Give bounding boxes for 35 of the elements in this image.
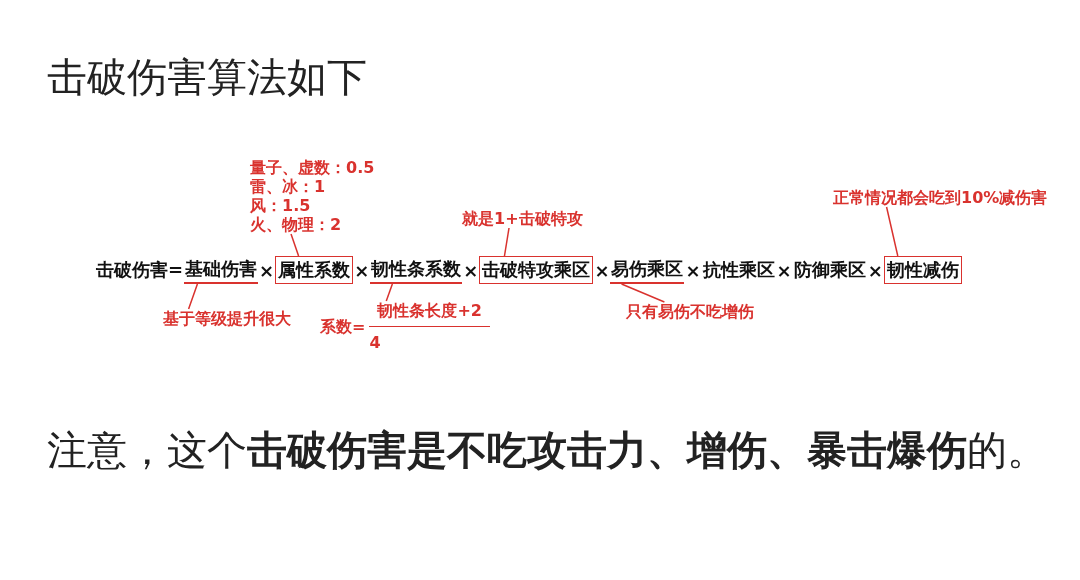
leader-line	[885, 206, 899, 257]
title-text: 击破伤害算法如下	[47, 53, 367, 102]
boxed-term: 属性系数	[275, 256, 354, 284]
formula-text: 防御乘区	[792, 258, 867, 282]
boxed-term: 韧性减伤	[883, 256, 962, 284]
leader-line	[290, 233, 300, 257]
annotation-text: 火、物理：2	[250, 215, 343, 234]
annotation-text: 只有易伤不吃增伤	[626, 302, 754, 321]
underlined-term: 韧性条系数	[370, 256, 463, 284]
formula-text: ×	[866, 258, 884, 282]
annotation-text: 系数=	[320, 317, 366, 336]
boxed-term: 击破特攻乘区	[479, 256, 594, 284]
formula-text: ×	[462, 258, 480, 282]
annotation-text: 雷、冰：1	[250, 177, 327, 196]
formula-text: 抗性乘区	[701, 258, 776, 282]
leader-line	[620, 283, 666, 303]
formula-text: ×	[684, 258, 702, 282]
formula-text: ×	[353, 258, 371, 282]
leader-line	[187, 283, 199, 310]
underlined-term: 基础伤害	[184, 256, 259, 284]
formula-text: ×	[775, 258, 793, 282]
annotation-text: 量子、虚数：0.5	[250, 158, 375, 177]
annotation-text: 正常情况都会吃到10%减伤害	[833, 188, 1048, 207]
annotation-text: 就是1+击破特攻	[462, 209, 583, 228]
formula-text: 击破伤害=	[95, 258, 185, 282]
underlined-term: 易伤乘区	[610, 256, 685, 284]
formula-text: ×	[258, 258, 276, 282]
note-text: 注意，这个击破伤害是不吃攻击力、增伤、暴击爆伤的。	[47, 426, 1047, 475]
formula-text: ×	[593, 258, 611, 282]
leader-line	[385, 283, 394, 302]
fraction-numerator: 韧性条长度+2	[369, 301, 490, 327]
leader-line	[503, 227, 510, 257]
annotation-text: 风：1.5	[250, 196, 312, 215]
fraction-denominator: 4	[369, 332, 382, 352]
annotation-text: 基于等级提升很大	[163, 309, 291, 328]
